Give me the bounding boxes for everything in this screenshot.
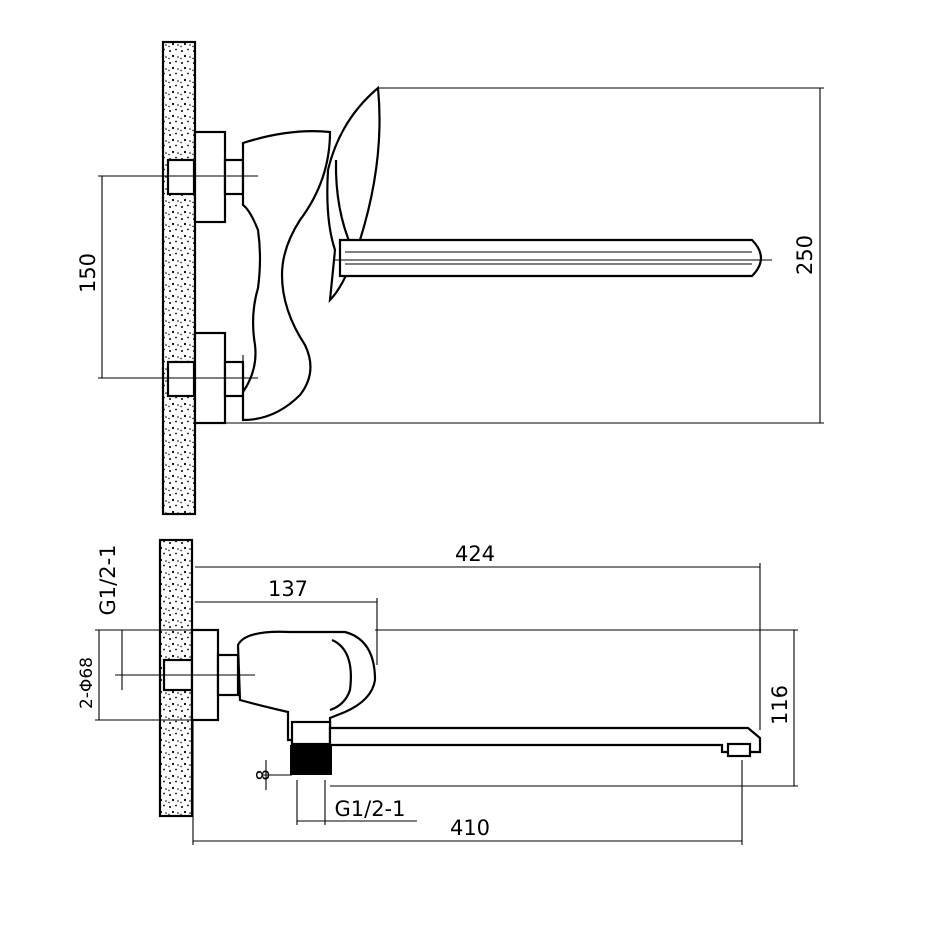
side-view: 424 137 G1/2-1 2-Φ68 116 8 G1/2-1 410: [77, 538, 798, 845]
spout-side: [328, 726, 762, 754]
dim-handle-offset: 137: [268, 577, 308, 601]
dim-inlet-spacing: 150: [76, 253, 100, 293]
mixer-body-top: [241, 130, 332, 422]
top-view: 150 250: [76, 40, 824, 516]
mixer-body-side: [236, 630, 377, 742]
dim-thread-top: G1/2-1: [96, 544, 120, 615]
dim-spout-length: 424: [455, 542, 495, 566]
dim-flange-diameter: 2-Φ68: [77, 657, 97, 709]
bottom-thread-nut: [290, 745, 332, 775]
dim-outlet-reach: 410: [450, 816, 490, 840]
dim-thread-bottom: G1/2-1: [334, 797, 405, 821]
dim-height: 116: [768, 685, 792, 725]
dim-total-height: 250: [793, 235, 817, 275]
spout-top: [338, 238, 763, 278]
dim-nut-height: 8: [253, 769, 274, 780]
wall-section-top: [161, 40, 197, 516]
